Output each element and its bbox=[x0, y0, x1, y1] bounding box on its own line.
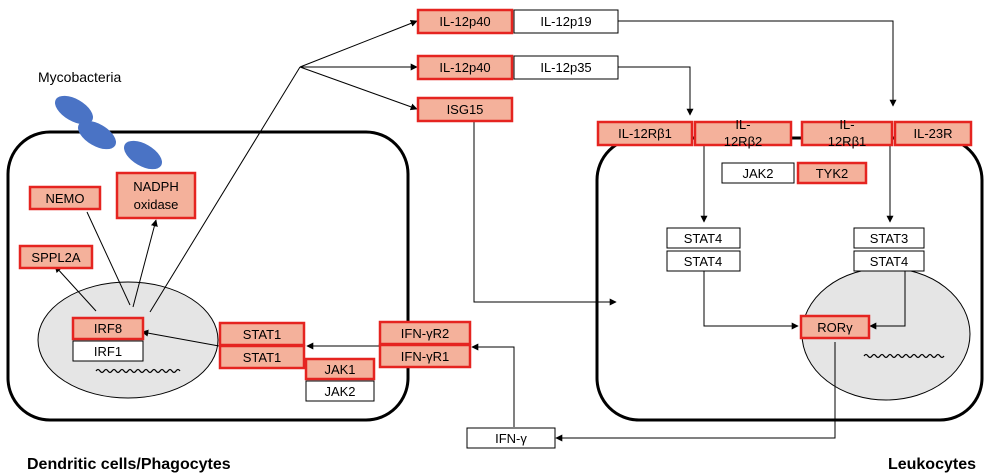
stat4-box-b bbox=[666, 250, 741, 272]
ifngr1-box bbox=[378, 343, 472, 369]
irf1-box bbox=[72, 340, 144, 362]
jak1-label: JAK1 bbox=[324, 362, 355, 377]
il12p19-label: IL-12p19 bbox=[540, 14, 591, 29]
il12p40-box-top bbox=[416, 8, 514, 35]
nemo-box bbox=[28, 185, 102, 211]
stat1-box-b bbox=[218, 344, 306, 370]
pathway-arrows bbox=[54, 20, 906, 442]
il23r-box bbox=[893, 120, 973, 147]
stat1-label-b: STAT1 bbox=[243, 350, 282, 365]
dendritic-cell-membrane bbox=[6, 130, 410, 422]
mycobacterium-icon bbox=[124, 140, 162, 170]
irf1-label: IRF1 bbox=[94, 344, 122, 359]
il12rb2-box bbox=[693, 120, 793, 147]
ifng-box bbox=[466, 427, 556, 449]
stat3-box bbox=[853, 227, 925, 249]
ifngr2-label: IFN-γR2 bbox=[401, 326, 449, 341]
mycobacteria-label: Mycobacteria bbox=[38, 69, 121, 85]
ifng-label: IFN-γ bbox=[495, 431, 527, 446]
il12rb1-label-left: IL-12Rβ1 bbox=[618, 126, 672, 141]
stat4-label-c: STAT4 bbox=[870, 254, 909, 269]
nadph-oxidase-box bbox=[115, 171, 197, 220]
il12p19-box bbox=[513, 9, 619, 34]
mycobacterium-icon bbox=[78, 120, 116, 150]
jak2-label-left: JAK2 bbox=[324, 384, 355, 399]
rorg-label: RORγ bbox=[817, 320, 853, 335]
jak2-label-right: JAK2 bbox=[742, 166, 773, 181]
il12p35-box bbox=[513, 55, 619, 80]
jak1-box bbox=[304, 357, 376, 381]
dna-icon-left bbox=[95, 368, 181, 374]
stat4-box-a bbox=[666, 227, 741, 249]
il12rb1-label-mid-line1: IL- bbox=[839, 117, 854, 132]
jak2-box-right bbox=[721, 162, 795, 184]
il12rb1-box-left bbox=[596, 120, 694, 147]
stat4-label-a: STAT4 bbox=[684, 231, 723, 246]
il12rb1-label-mid-line2: 12Rβ1 bbox=[828, 134, 867, 149]
il12p40-label-top: IL-12p40 bbox=[439, 14, 490, 29]
stat4-label-b: STAT4 bbox=[684, 254, 723, 269]
stat1-label-a: STAT1 bbox=[243, 327, 282, 342]
stat3-label: STAT3 bbox=[870, 231, 909, 246]
nadph-label-line1: NADPH bbox=[133, 179, 179, 194]
tyk2-label: TYK2 bbox=[816, 166, 849, 181]
sppl2a-box bbox=[18, 244, 94, 270]
nemo-label: NEMO bbox=[46, 191, 85, 206]
nadph-label-line2: oxidase bbox=[134, 197, 179, 212]
irf8-box bbox=[71, 316, 145, 341]
il12rb2-label-line1: IL- bbox=[735, 117, 750, 132]
leukocytes-title: Leukocytes bbox=[888, 456, 976, 473]
sppl2a-label: SPPL2A bbox=[31, 250, 80, 265]
il12rb2-label-line2: 12Rβ2 bbox=[724, 134, 763, 149]
il12rb1-box-mid bbox=[800, 120, 894, 147]
isg15-box bbox=[416, 96, 514, 123]
nodes: IL-12p40 IL-12p19 IL-12p40 IL-12p35 ISG1… bbox=[18, 8, 973, 449]
il12p40-box-mid bbox=[416, 54, 514, 81]
stat4-box-c bbox=[853, 250, 925, 272]
ifngr1-label: IFN-γR1 bbox=[401, 349, 449, 364]
il23r-label: IL-23R bbox=[913, 126, 952, 141]
dna-icon-right bbox=[863, 353, 945, 359]
jak2-box-left bbox=[305, 380, 375, 402]
mycobacterium-icon bbox=[55, 95, 93, 125]
isg15-label: ISG15 bbox=[447, 102, 484, 117]
irf8-label: IRF8 bbox=[94, 321, 122, 336]
il12p40-label-mid: IL-12p40 bbox=[439, 60, 490, 75]
tyk2-box bbox=[796, 161, 868, 185]
dendritic-cells-title: Dendritic cells/Phagocytes bbox=[27, 456, 231, 473]
rorg-box bbox=[799, 314, 871, 340]
il12p35-label: IL-12p35 bbox=[540, 60, 591, 75]
